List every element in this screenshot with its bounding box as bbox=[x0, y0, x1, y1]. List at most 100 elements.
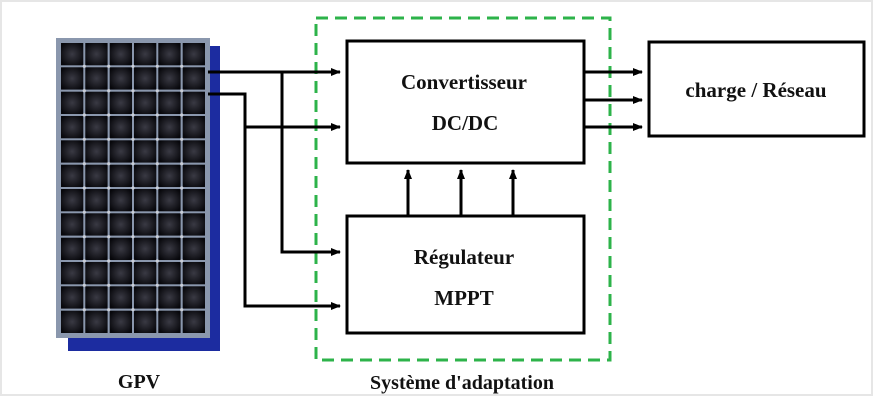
pv-cell-junction bbox=[82, 89, 86, 93]
pv-cell-junction bbox=[180, 186, 184, 190]
pv-cell-junction bbox=[180, 137, 184, 141]
pv-cell bbox=[182, 164, 205, 187]
pv-cell bbox=[134, 286, 157, 309]
pv-cell bbox=[61, 116, 84, 139]
pv-cell bbox=[158, 286, 181, 309]
pv-cell bbox=[85, 67, 108, 90]
pv-cell bbox=[61, 286, 84, 309]
pv-cell bbox=[85, 286, 108, 309]
pv-cell bbox=[182, 91, 205, 114]
regulator-label-line1: Régulateur bbox=[414, 245, 514, 269]
pv-cell bbox=[109, 213, 132, 236]
pv-cell bbox=[134, 116, 157, 139]
pv-cell bbox=[85, 237, 108, 260]
pv-cell-junction bbox=[107, 235, 111, 239]
pv-cell bbox=[61, 140, 84, 163]
pv-cell-junction bbox=[82, 162, 86, 166]
pv-cell-junction bbox=[107, 186, 111, 190]
pv-cell-junction bbox=[107, 283, 111, 287]
arrow-current-to-regulator bbox=[243, 127, 341, 310]
pv-cell bbox=[85, 43, 108, 66]
pv-cell-junction bbox=[82, 64, 86, 68]
pv-cell-junction bbox=[131, 113, 135, 117]
pv-cell bbox=[182, 43, 205, 66]
pv-cell-junction bbox=[131, 210, 135, 214]
pv-cell bbox=[134, 164, 157, 187]
pv-cell-junction bbox=[180, 162, 184, 166]
pv-cell bbox=[109, 67, 132, 90]
pv-cell-junction bbox=[107, 210, 111, 214]
pv-cell bbox=[182, 140, 205, 163]
pv-cell-junction bbox=[131, 259, 135, 263]
pv-cell bbox=[134, 262, 157, 285]
pv-cell bbox=[158, 164, 181, 187]
pv-cell-junction bbox=[131, 235, 135, 239]
pv-cell bbox=[182, 213, 205, 236]
pv-cell-junction bbox=[82, 210, 86, 214]
regulator-box bbox=[345, 214, 586, 335]
pv-cell bbox=[158, 213, 181, 236]
pv-cell-junction bbox=[180, 64, 184, 68]
pv-cell-junction bbox=[180, 113, 184, 117]
pv-cell bbox=[182, 310, 205, 333]
converter-box bbox=[345, 39, 586, 165]
pv-cell bbox=[85, 140, 108, 163]
pv-cell-junction bbox=[82, 308, 86, 312]
pv-cell-junction bbox=[107, 162, 111, 166]
pv-cell-junction bbox=[82, 137, 86, 141]
pv-cell-junction bbox=[155, 162, 159, 166]
pv-cell bbox=[109, 262, 132, 285]
adaptation-system-label: Système d'adaptation bbox=[370, 372, 554, 394]
pv-cell-junction bbox=[155, 210, 159, 214]
pv-cell bbox=[182, 286, 205, 309]
pv-cell bbox=[182, 262, 205, 285]
pv-cell-junction bbox=[155, 308, 159, 312]
pv-cell bbox=[158, 140, 181, 163]
pv-cell bbox=[158, 43, 181, 66]
pv-cell-junction bbox=[180, 210, 184, 214]
pv-cell-junction bbox=[131, 89, 135, 93]
pv-cell bbox=[61, 189, 84, 212]
pv-cell bbox=[134, 140, 157, 163]
pv-cell bbox=[158, 310, 181, 333]
converter-label-line1: Convertisseur bbox=[401, 70, 527, 94]
pv-cell-junction bbox=[131, 283, 135, 287]
pv-cell-junction bbox=[82, 259, 86, 263]
pv-cell bbox=[158, 262, 181, 285]
load-box bbox=[647, 40, 866, 138]
pv-cell bbox=[134, 213, 157, 236]
pv-cell-junction bbox=[107, 308, 111, 312]
pv-cell bbox=[109, 189, 132, 212]
pv-cell-junction bbox=[180, 283, 184, 287]
pv-cell-junction bbox=[180, 89, 184, 93]
pv-cell bbox=[158, 91, 181, 114]
pv-cell bbox=[134, 310, 157, 333]
pv-cell bbox=[134, 237, 157, 260]
pv-cell-grid bbox=[61, 43, 205, 333]
regulator-label-line2: MPPT bbox=[434, 286, 493, 310]
pv-cell bbox=[109, 43, 132, 66]
pv-cell-junction bbox=[180, 259, 184, 263]
pv-cell-junction bbox=[155, 64, 159, 68]
pv-cell bbox=[61, 91, 84, 114]
pv-cell bbox=[85, 310, 108, 333]
pv-cell-junction bbox=[82, 283, 86, 287]
pv-cell-junction bbox=[82, 113, 86, 117]
pv-cell bbox=[109, 286, 132, 309]
pv-cell-junction bbox=[180, 235, 184, 239]
pv-cell bbox=[182, 67, 205, 90]
pv-cell-junction bbox=[131, 162, 135, 166]
pv-cell-junction bbox=[107, 259, 111, 263]
pv-cell bbox=[85, 91, 108, 114]
pv-cell bbox=[134, 189, 157, 212]
pv-cell-junction bbox=[131, 64, 135, 68]
pv-cell bbox=[109, 237, 132, 260]
pv-cell-junction bbox=[155, 137, 159, 141]
pv-cell-junction bbox=[155, 89, 159, 93]
pv-cell-junction bbox=[107, 137, 111, 141]
pv-panel-icon bbox=[56, 38, 220, 351]
arrow-voltage-to-regulator bbox=[280, 72, 341, 256]
pv-cell bbox=[61, 262, 84, 285]
